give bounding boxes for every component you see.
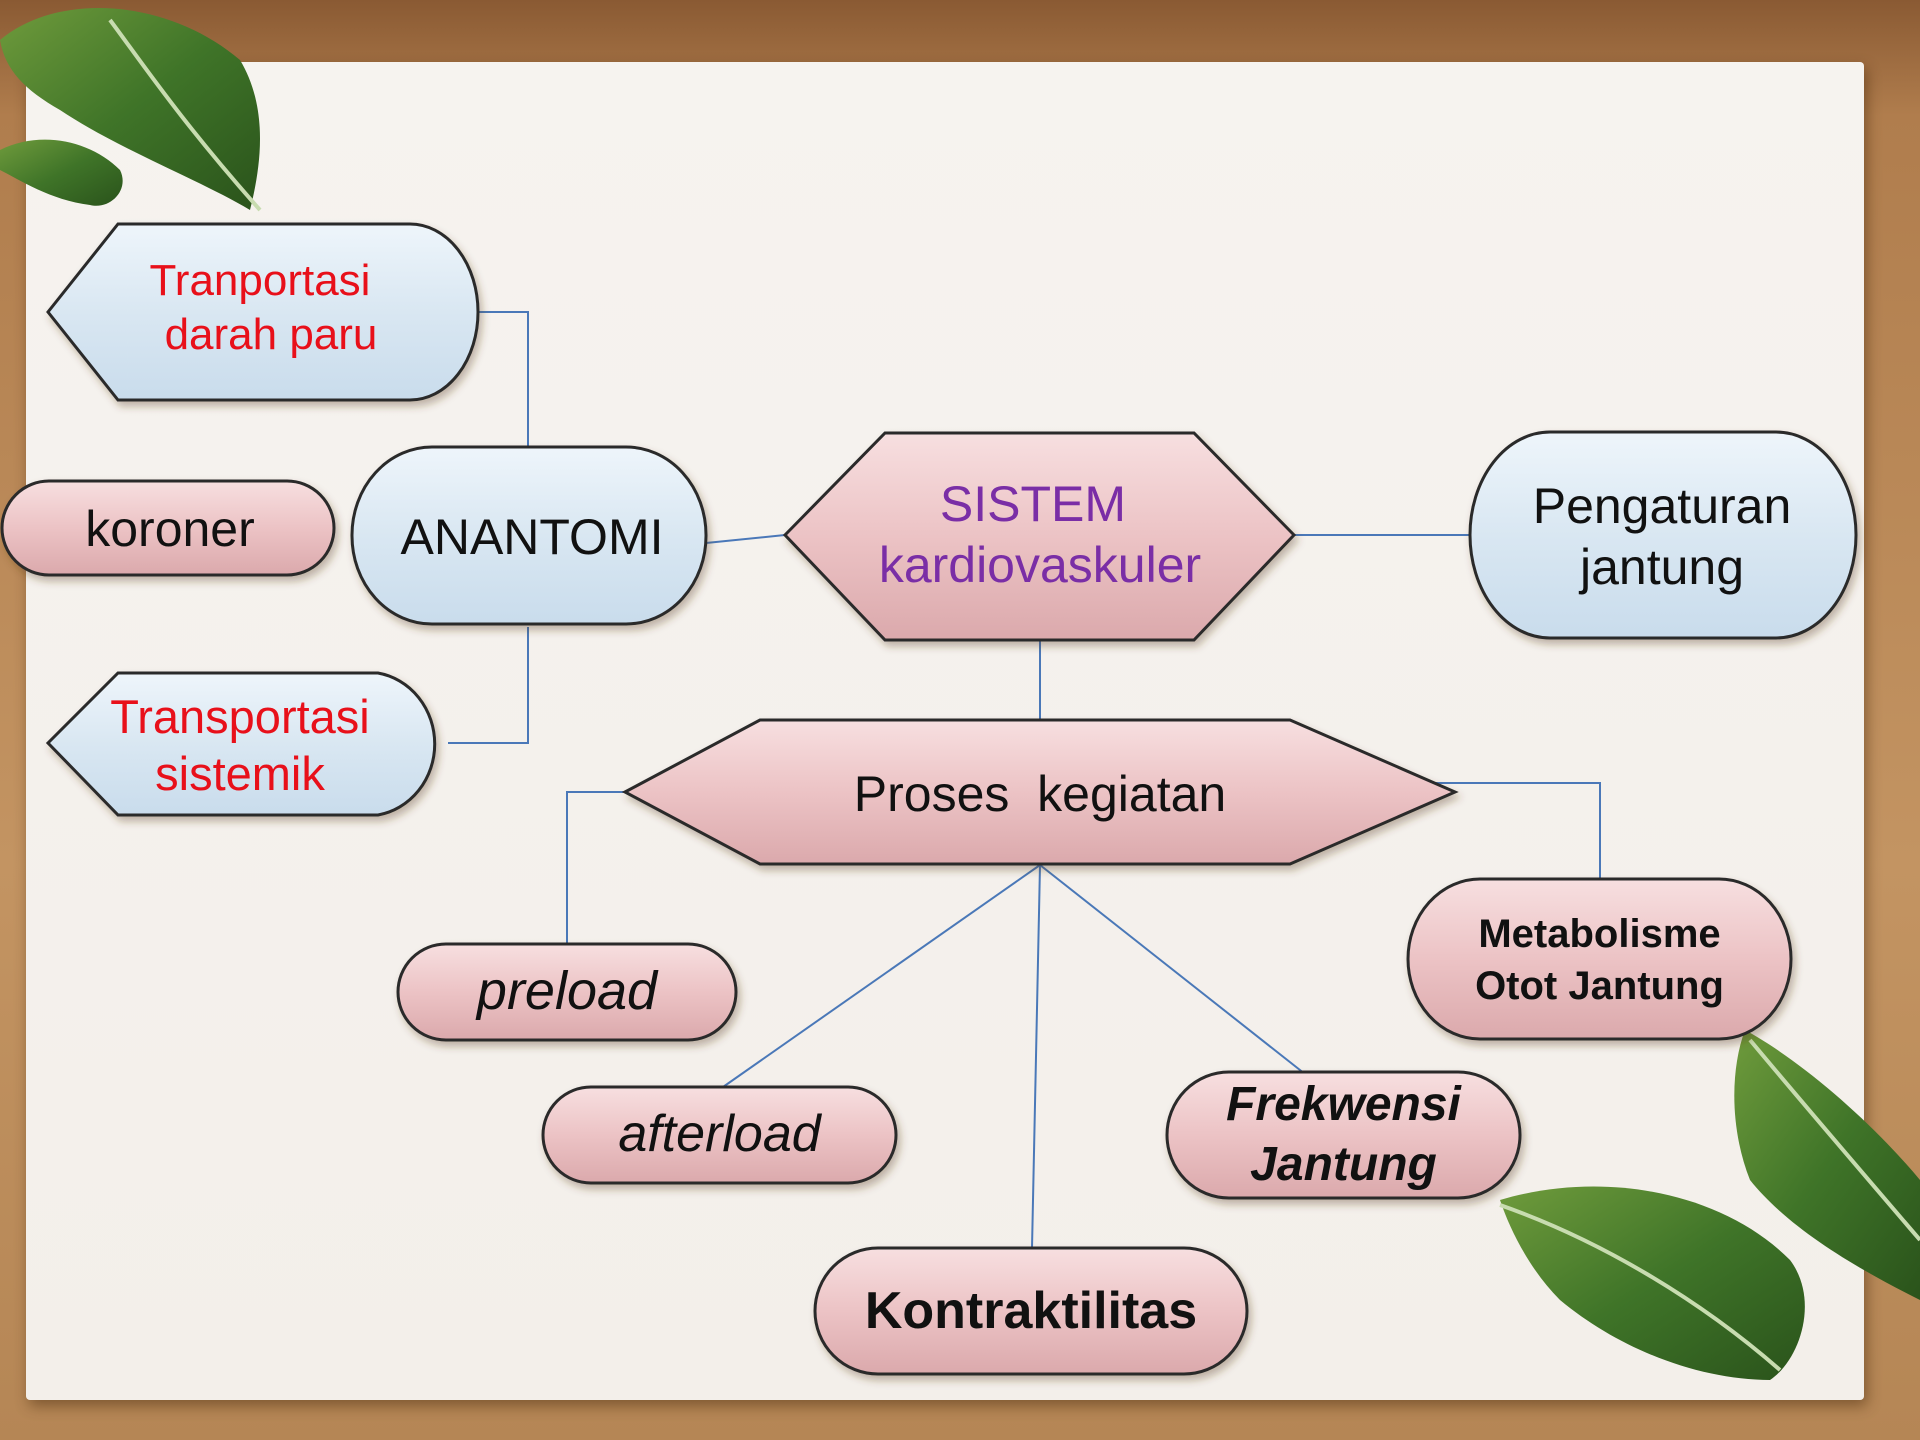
connector-lines [448, 311, 1601, 1249]
node-line: koroner [85, 500, 255, 557]
node-shape-kontraktilitas [813, 1246, 1249, 1376]
node-line: Proses kegiatan [853, 765, 1227, 822]
node-shape-pengaturan [1468, 430, 1858, 640]
node-line: Transportasi [110, 689, 370, 743]
node-shape-anatomi [350, 445, 708, 626]
node-shape-sistem [782, 431, 1297, 642]
node-line: SISTEM [939, 476, 1127, 532]
node-shape-proses [621, 718, 1459, 866]
node-line: preload [476, 961, 658, 1022]
node-line: Otot Jantung [1475, 964, 1724, 1008]
connector-proses-preload [566, 791, 625, 945]
node-sistem: SISTEM kardiovaskuler [835, 470, 1245, 600]
node-line: Frekwensi [1226, 1078, 1461, 1131]
node-shape-metabolisme [1406, 877, 1793, 1041]
node-pengaturan: Pengaturan jantung [1482, 472, 1842, 602]
node-line: jantung [1579, 539, 1745, 595]
connector-proses-metabolisme [1430, 782, 1601, 880]
leaf-icon-bottom-right [1499, 1030, 1920, 1380]
node-line: Kontraktilitas [864, 1282, 1198, 1341]
node-shape-koroner [0, 479, 336, 577]
connector-proses-kontraktilitas [1031, 864, 1041, 1249]
node-shape-afterload [541, 1085, 898, 1185]
node-line: sistemik [155, 747, 325, 800]
node-preload: preload [398, 944, 736, 1040]
node-metabolisme: Metabolisme Otot Jantung [1408, 905, 1791, 1015]
node-line: Jantung [1250, 1138, 1437, 1191]
node-shape-transportasi-sistemik [45, 671, 437, 817]
node-proses: Proses kegiatan [760, 750, 1320, 838]
leaf-icon-top-left [0, 7, 262, 212]
node-tranportasi-paru: Tranportasi darah paru [110, 248, 410, 368]
node-line: afterload [618, 1105, 821, 1164]
connector-anatomi-sistem [705, 534, 786, 544]
node-shape-frekwensi [1165, 1070, 1522, 1200]
connector-proses-frekwensi [1039, 864, 1339, 1101]
node-frekwensi: Frekwensi Jantung [1167, 1072, 1520, 1198]
node-line: Pengaturan [1532, 478, 1792, 534]
connector-paru-anatomi [478, 311, 529, 447]
node-line: Tranportasi [149, 256, 371, 306]
node-line: darah paru [164, 310, 378, 359]
node-koroner: koroner [20, 484, 320, 574]
node-transportasi-sistemik: Transportasi sistemik [90, 682, 390, 808]
node-line: kardiovaskuler [878, 537, 1202, 593]
node-line: Metabolisme [1478, 912, 1721, 956]
node-anatomi: ANANTOMI [362, 490, 702, 584]
node-afterload: afterload [543, 1087, 896, 1183]
node-shape-preload [396, 942, 738, 1042]
node-shape-tranportasi-paru [46, 222, 480, 402]
connector-sistemik-anatomi [448, 627, 529, 744]
node-line: ANANTOMI [400, 508, 664, 565]
node-kontraktilitas: Kontraktilitas [815, 1262, 1247, 1362]
connector-proses-afterload [722, 864, 1041, 1088]
